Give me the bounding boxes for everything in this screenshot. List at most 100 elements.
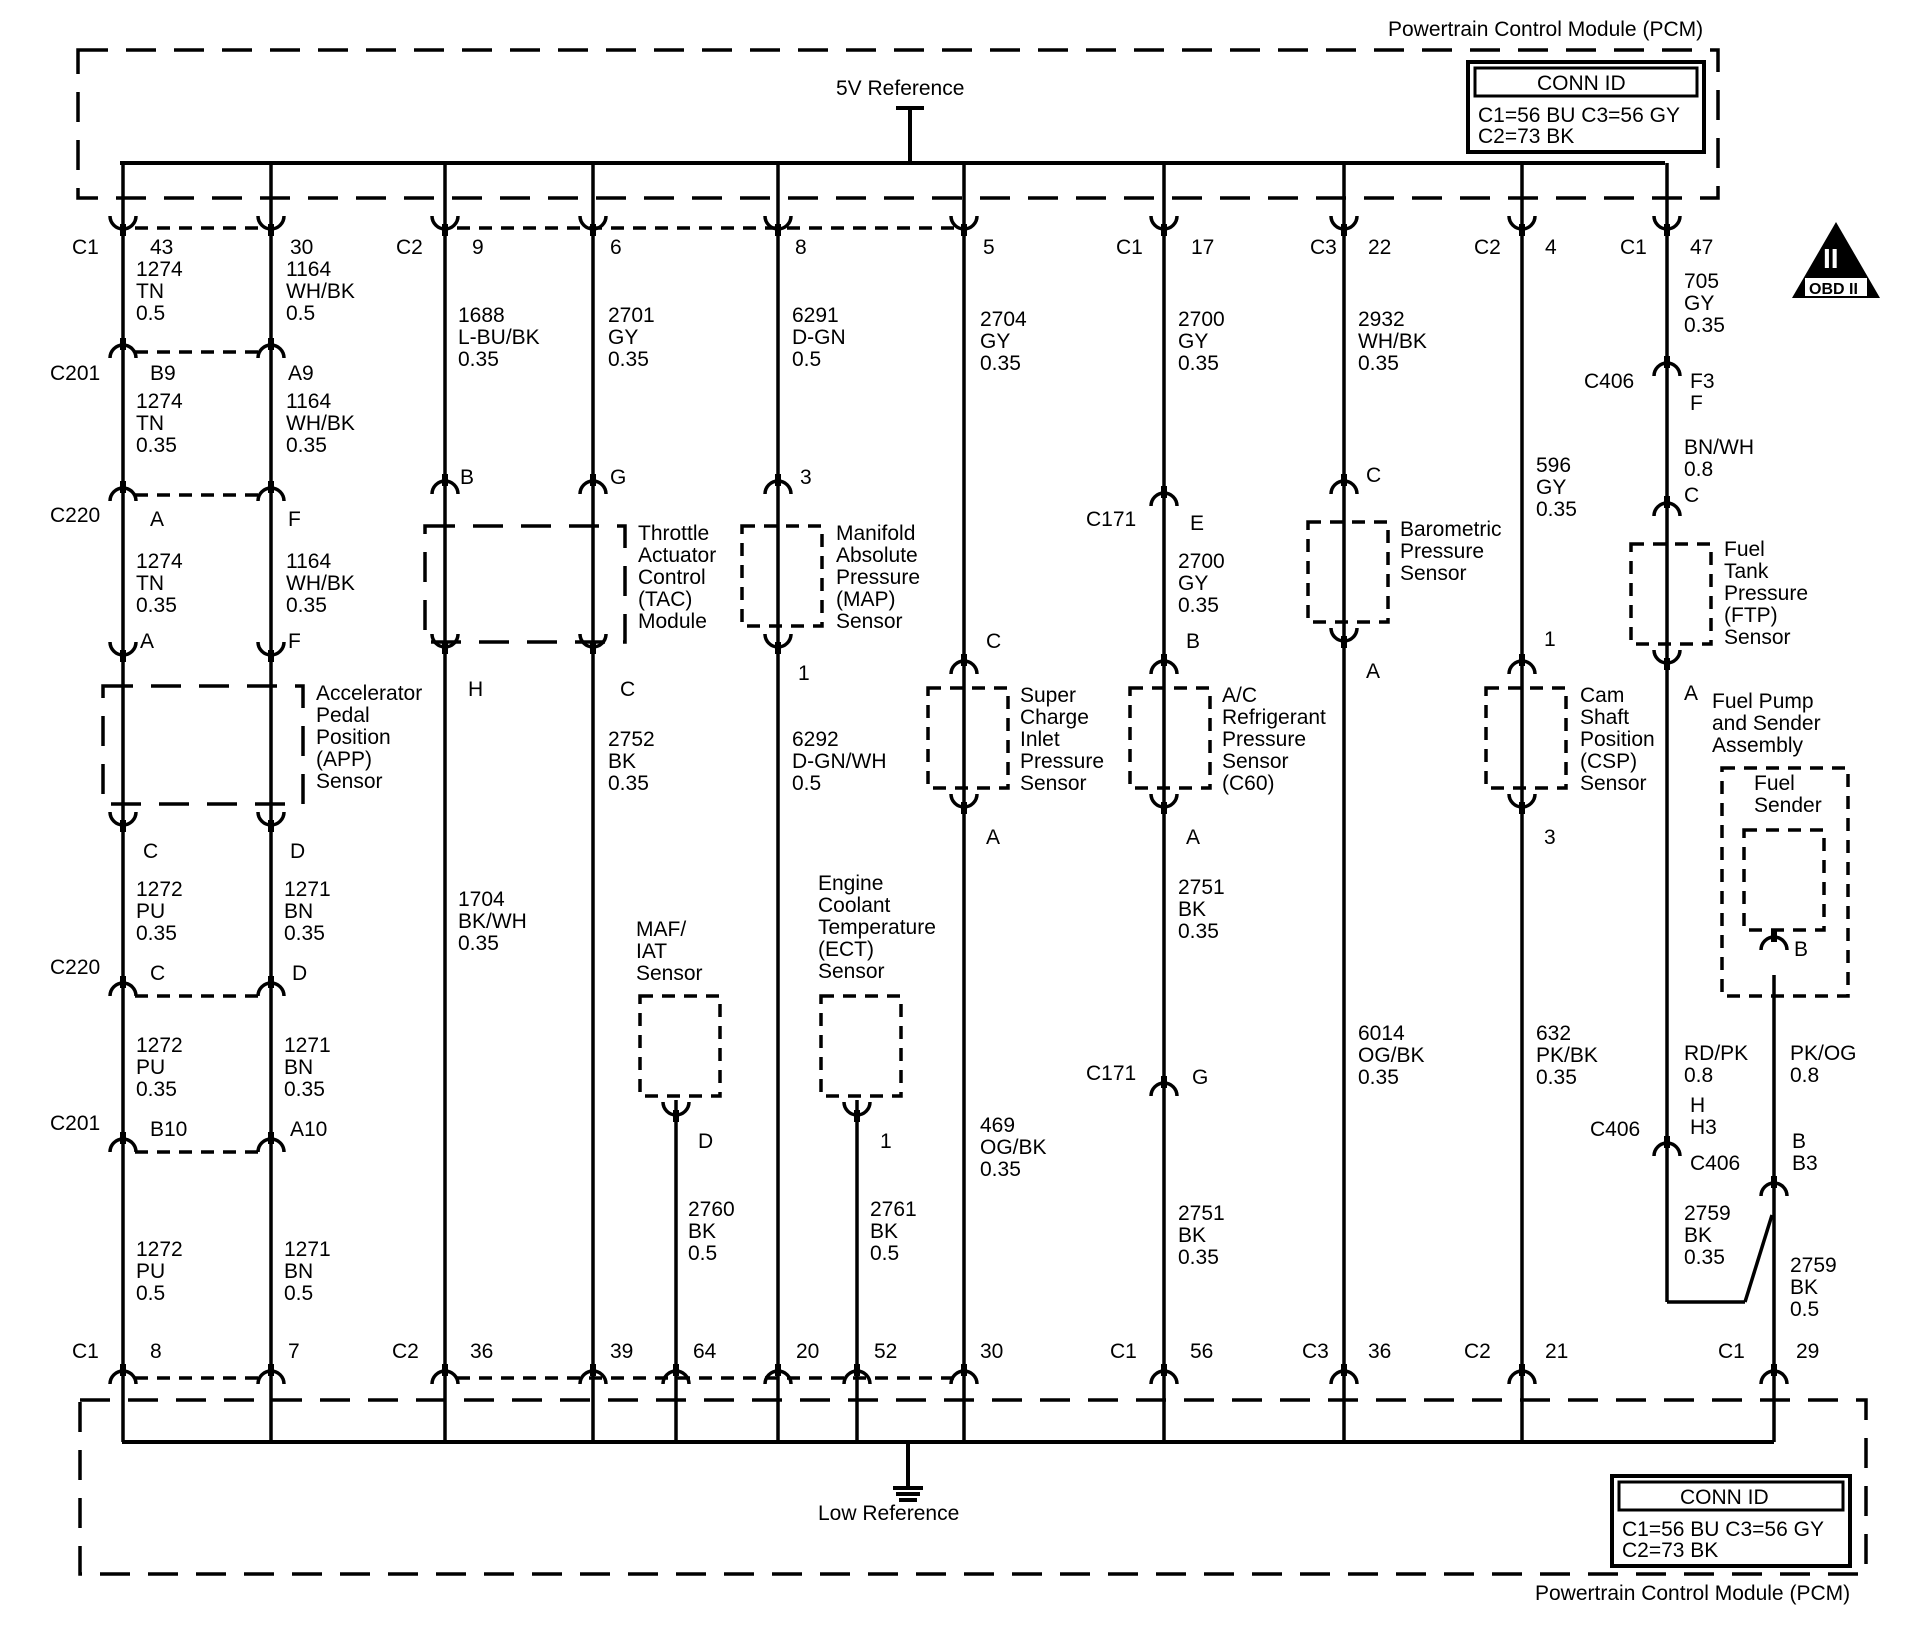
conn-c3-top: C3 — [1310, 236, 1337, 259]
conn-c2-bottom-2: C2 — [1464, 1340, 1491, 1363]
connector-pin — [268, 481, 274, 493]
connector-pin — [442, 1364, 448, 1376]
wire-label-line: WH/BK — [286, 572, 355, 595]
wire-label-line: 0.35 — [286, 594, 327, 617]
pin-letter: F — [1690, 392, 1703, 415]
wire-label-line: 6291 — [792, 304, 839, 327]
wire-label-line: 0.35 — [1178, 352, 1219, 375]
wire-label-line: 0.5 — [792, 348, 821, 371]
connector-pin — [673, 1364, 679, 1376]
connector-pin — [268, 650, 274, 662]
component-label-line: (TAC) — [638, 588, 692, 611]
wire-label-line: OG/BK — [1358, 1044, 1425, 1067]
wire-label-line: 2700 — [1178, 550, 1225, 573]
pin-letter: H3 — [1690, 1116, 1717, 1139]
pin-letter: A — [986, 826, 1000, 849]
pin-letter: H — [468, 678, 483, 701]
conn-c2-bottom-1: C2 — [392, 1340, 419, 1363]
connector-pin — [1341, 636, 1347, 648]
connector-pin — [1161, 802, 1167, 814]
connector-pin — [1771, 930, 1777, 942]
pin-letter: H — [1690, 1094, 1705, 1117]
connector-pin — [442, 474, 448, 486]
wire-label-line: BN — [284, 1056, 313, 1079]
wire-label-line: GY — [1684, 292, 1714, 315]
conn-c406: C406 — [1590, 1118, 1640, 1141]
conn-id-bottom-line2: C2=73 BK — [1622, 1539, 1718, 1562]
connector-links — [135, 226, 966, 1380]
wire-label-line: 0.35 — [608, 348, 649, 371]
wire-label-line: 1164 — [286, 258, 331, 281]
pin-top: 9 — [472, 236, 484, 259]
wire-label-line: 596 — [1536, 454, 1571, 477]
wire-label-line: 2761 — [870, 1198, 917, 1221]
pin-letter: 1 — [798, 662, 810, 685]
component-label-line: (ECT) — [818, 938, 874, 961]
component-label-line: Sensor — [636, 962, 703, 985]
pin-letter: 1 — [880, 1130, 892, 1153]
component-label-line: Sensor — [1724, 626, 1791, 649]
wire-label-line: 0.5 — [136, 1282, 165, 1305]
pin-letter: B3 — [1792, 1152, 1818, 1175]
wire-label-line: L-BU/BK — [458, 326, 540, 349]
super-charge-sensor-box — [926, 686, 1010, 790]
wire-label-line: PK/BK — [1536, 1044, 1598, 1067]
component-label-line: Actuator — [638, 544, 716, 567]
conn-c171: C171 — [1086, 508, 1136, 531]
component-label-line: Tank — [1724, 560, 1769, 583]
pin-letter: 3 — [1544, 826, 1556, 849]
pin-letter: 1 — [1544, 628, 1556, 651]
pin-letter: C — [620, 678, 635, 701]
connector-pin — [854, 1364, 860, 1376]
pin-letter: A — [150, 508, 164, 531]
component-label-line: Position — [1580, 728, 1655, 751]
wire-label-line: 1164 — [286, 550, 331, 573]
wire-label-line: 0.35 — [1178, 594, 1219, 617]
wire-label-line: 0.35 — [136, 594, 177, 617]
wire-label-line: 0.8 — [1684, 1064, 1713, 1087]
component-label-line: (MAP) — [836, 588, 896, 611]
connector-pin — [1771, 1176, 1777, 1188]
conn-c406: C406 — [1584, 370, 1634, 393]
component-label-line: (APP) — [316, 748, 372, 771]
conn-id-top-line2: C2=73 BK — [1478, 125, 1574, 148]
conn-c1-bottom-3: C1 — [1718, 1340, 1745, 1363]
connector-pin — [1161, 224, 1167, 236]
connector-pin — [1341, 474, 1347, 486]
conn-c1-top-3: C1 — [1620, 236, 1647, 259]
pin-letter: B — [1794, 938, 1808, 961]
pin-letter: G — [610, 466, 626, 489]
conn-c220: C220 — [50, 956, 100, 979]
connector-pin — [120, 481, 126, 493]
connector-pin — [775, 224, 781, 236]
wire-label-line: 2700 — [1178, 308, 1225, 331]
connector-cups — [108, 215, 1789, 1385]
wire-labels: 1274TN0.51164WH/BK0.51274TN0.351164WH/BK… — [136, 258, 1857, 1321]
ac-pressure-sensor-box — [1128, 686, 1212, 790]
component-label-line: and Sender — [1712, 712, 1821, 735]
connector-pin — [120, 650, 126, 662]
csp-sensor-box — [1484, 686, 1568, 790]
conn-c201: C201 — [50, 1112, 100, 1135]
pin-bottom: 52 — [874, 1340, 897, 1363]
component-label-line: Coolant — [818, 894, 891, 917]
component-label-line: Temperature — [818, 916, 936, 939]
wire-label-line: 469 — [980, 1114, 1015, 1137]
wire-label-line: WH/BK — [286, 412, 355, 435]
pin-letter: D — [290, 840, 305, 863]
pin-top: 6 — [610, 236, 622, 259]
connector-pin — [268, 976, 274, 988]
wire-label-line: 0.8 — [1790, 1064, 1819, 1087]
component-label-line: Assembly — [1712, 734, 1804, 757]
wire-label-line: 2701 — [608, 304, 655, 327]
connector-pin — [590, 224, 596, 236]
wire-label-line: BK — [1790, 1276, 1818, 1299]
wire-label-line: PK/OG — [1790, 1042, 1857, 1065]
conn-id-top: CONN ID C1=56 BU C3=56 GY C2=73 BK — [1466, 60, 1706, 154]
wire-label-line: D-GN/WH — [792, 750, 886, 773]
wire-label-line: 6292 — [792, 728, 839, 751]
wire-label-line: 1271 — [284, 1238, 331, 1261]
wire-label-line: TN — [136, 572, 164, 595]
wire-label-line: 1274 — [136, 258, 183, 281]
component-label-line: Cam — [1580, 684, 1624, 707]
